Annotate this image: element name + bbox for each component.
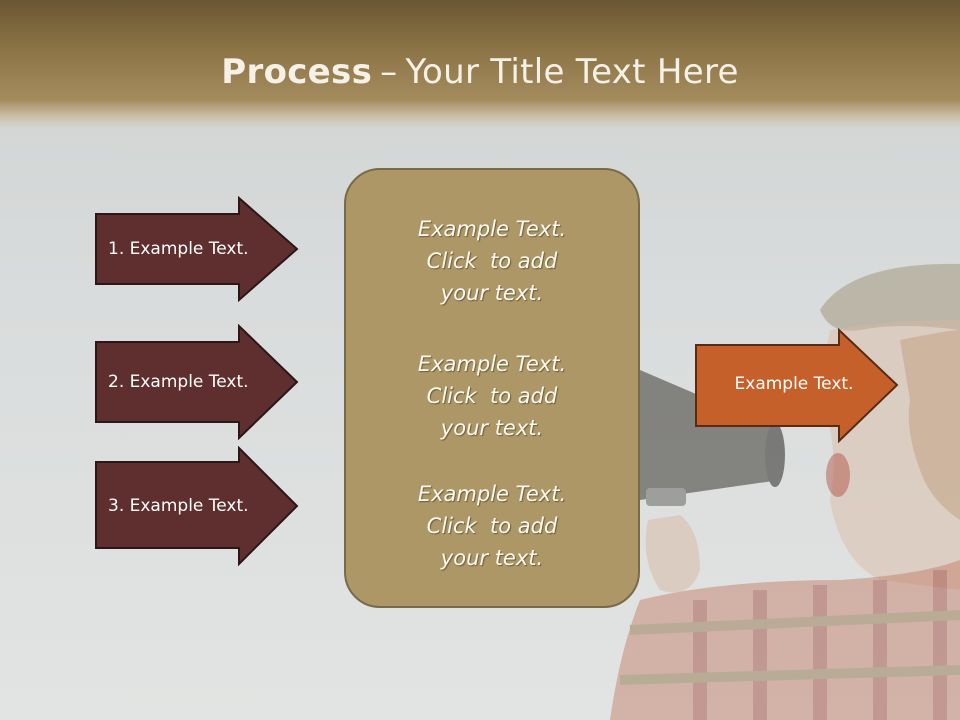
arrow-shape-icon [695,328,899,444]
content-block-3[interactable]: Example Text. Click to add your text. [344,478,640,574]
step-arrow-2[interactable]: 2. Example Text. [94,324,300,440]
step-arrow-1[interactable]: 1. Example Text. [94,196,300,302]
content-box[interactable] [344,168,640,608]
arrow-shape-icon [95,196,299,302]
output-arrow[interactable]: Example Text. [694,328,900,444]
content-line: your text. [440,416,544,440]
title-bar [0,0,960,128]
content-line: Click to add [426,249,558,273]
step-arrow-3[interactable]: 3. Example Text. [94,446,300,566]
title-separator: – [380,52,398,92]
step-arrow-label: 3. Example Text. [108,496,249,516]
content-line: Example Text. [417,352,567,376]
arrow-shape-icon [95,324,299,440]
content-line: your text. [440,546,544,570]
content-line: your text. [440,281,544,305]
title-bold: Process [221,52,373,92]
content-line: Example Text. [417,482,567,506]
content-block-1[interactable]: Example Text. Click to add your text. [344,213,640,309]
content-block-2[interactable]: Example Text. Click to add your text. [344,348,640,444]
step-arrow-label: 2. Example Text. [108,372,249,392]
title-text: Your Title Text Here [405,52,739,92]
content-line: Example Text. [417,217,567,241]
content-line: Click to add [426,514,558,538]
step-arrow-label: 1. Example Text. [108,239,249,259]
slide-title: Process–Your Title Text Here [0,52,960,92]
content-line: Click to add [426,384,558,408]
arrow-shape-icon [95,446,299,566]
output-arrow-label: Example Text. [734,374,854,394]
